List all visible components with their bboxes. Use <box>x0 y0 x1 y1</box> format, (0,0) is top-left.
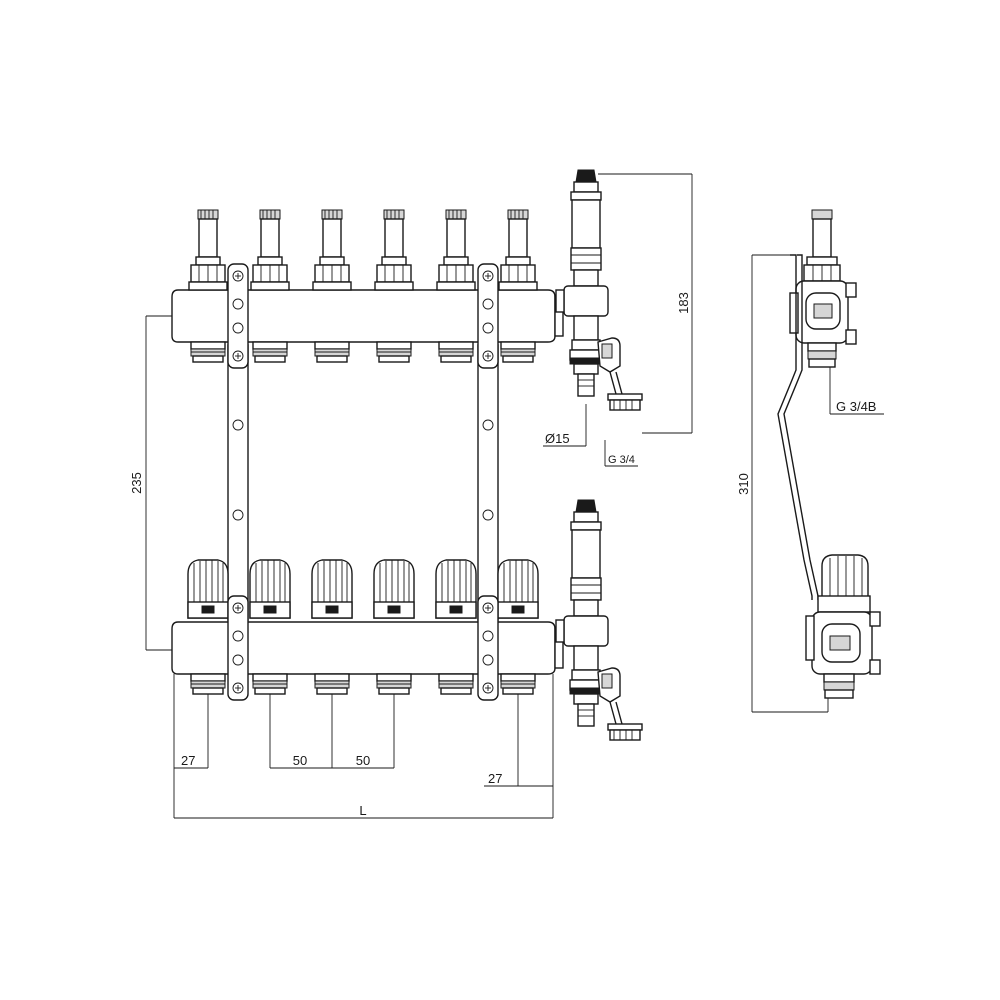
side-bottom-bar <box>805 611 881 699</box>
side-flowmeter <box>803 209 841 282</box>
top-manifold-bar <box>171 209 564 369</box>
dimension-side-height: 310 <box>736 254 829 713</box>
side-view: 310 G 3/4B <box>736 209 884 713</box>
dimension-label-235: 235 <box>129 472 144 494</box>
callout-drain-thread: G 3/4 <box>604 440 638 467</box>
dimension-label-drain-thread: G 3/4 <box>608 454 635 466</box>
dimension-label-50-first: 50 <box>293 753 307 768</box>
dimension-overall-length: L <box>173 674 554 819</box>
frame-rails <box>227 344 499 621</box>
dimension-label-183: 183 <box>676 292 691 314</box>
dimension-edge-right: 27 <box>484 694 553 787</box>
bottom-manifold-bar <box>171 559 564 701</box>
callout-side-thread: G 3/4B <box>829 367 884 415</box>
bottom-end-valve <box>555 499 643 741</box>
dimension-valve-height: 183 <box>598 173 693 434</box>
dimension-label-side-thread: G 3/4B <box>836 399 876 414</box>
callout-outlet-diameter: Ø15 <box>543 404 587 447</box>
side-bracket <box>777 254 819 600</box>
dimension-label-diameter: Ø15 <box>545 431 570 446</box>
dimension-vertical-spacing: 235 <box>129 315 172 651</box>
side-valvecap <box>817 554 871 613</box>
dimension-label-310: 310 <box>736 473 751 495</box>
dimension-label-27-right: 27 <box>488 771 502 786</box>
dimension-label-50-second: 50 <box>356 753 370 768</box>
dimension-pitch: 50 50 <box>269 694 395 769</box>
dimension-label-L: L <box>359 803 366 818</box>
dimension-label-27-left: 27 <box>181 753 195 768</box>
front-view: 235 183 Ø15 G 3/4 27 <box>129 169 693 819</box>
side-top-bar <box>789 280 857 368</box>
top-end-valve <box>555 169 643 411</box>
dimension-edge-left: 27 <box>174 694 209 769</box>
